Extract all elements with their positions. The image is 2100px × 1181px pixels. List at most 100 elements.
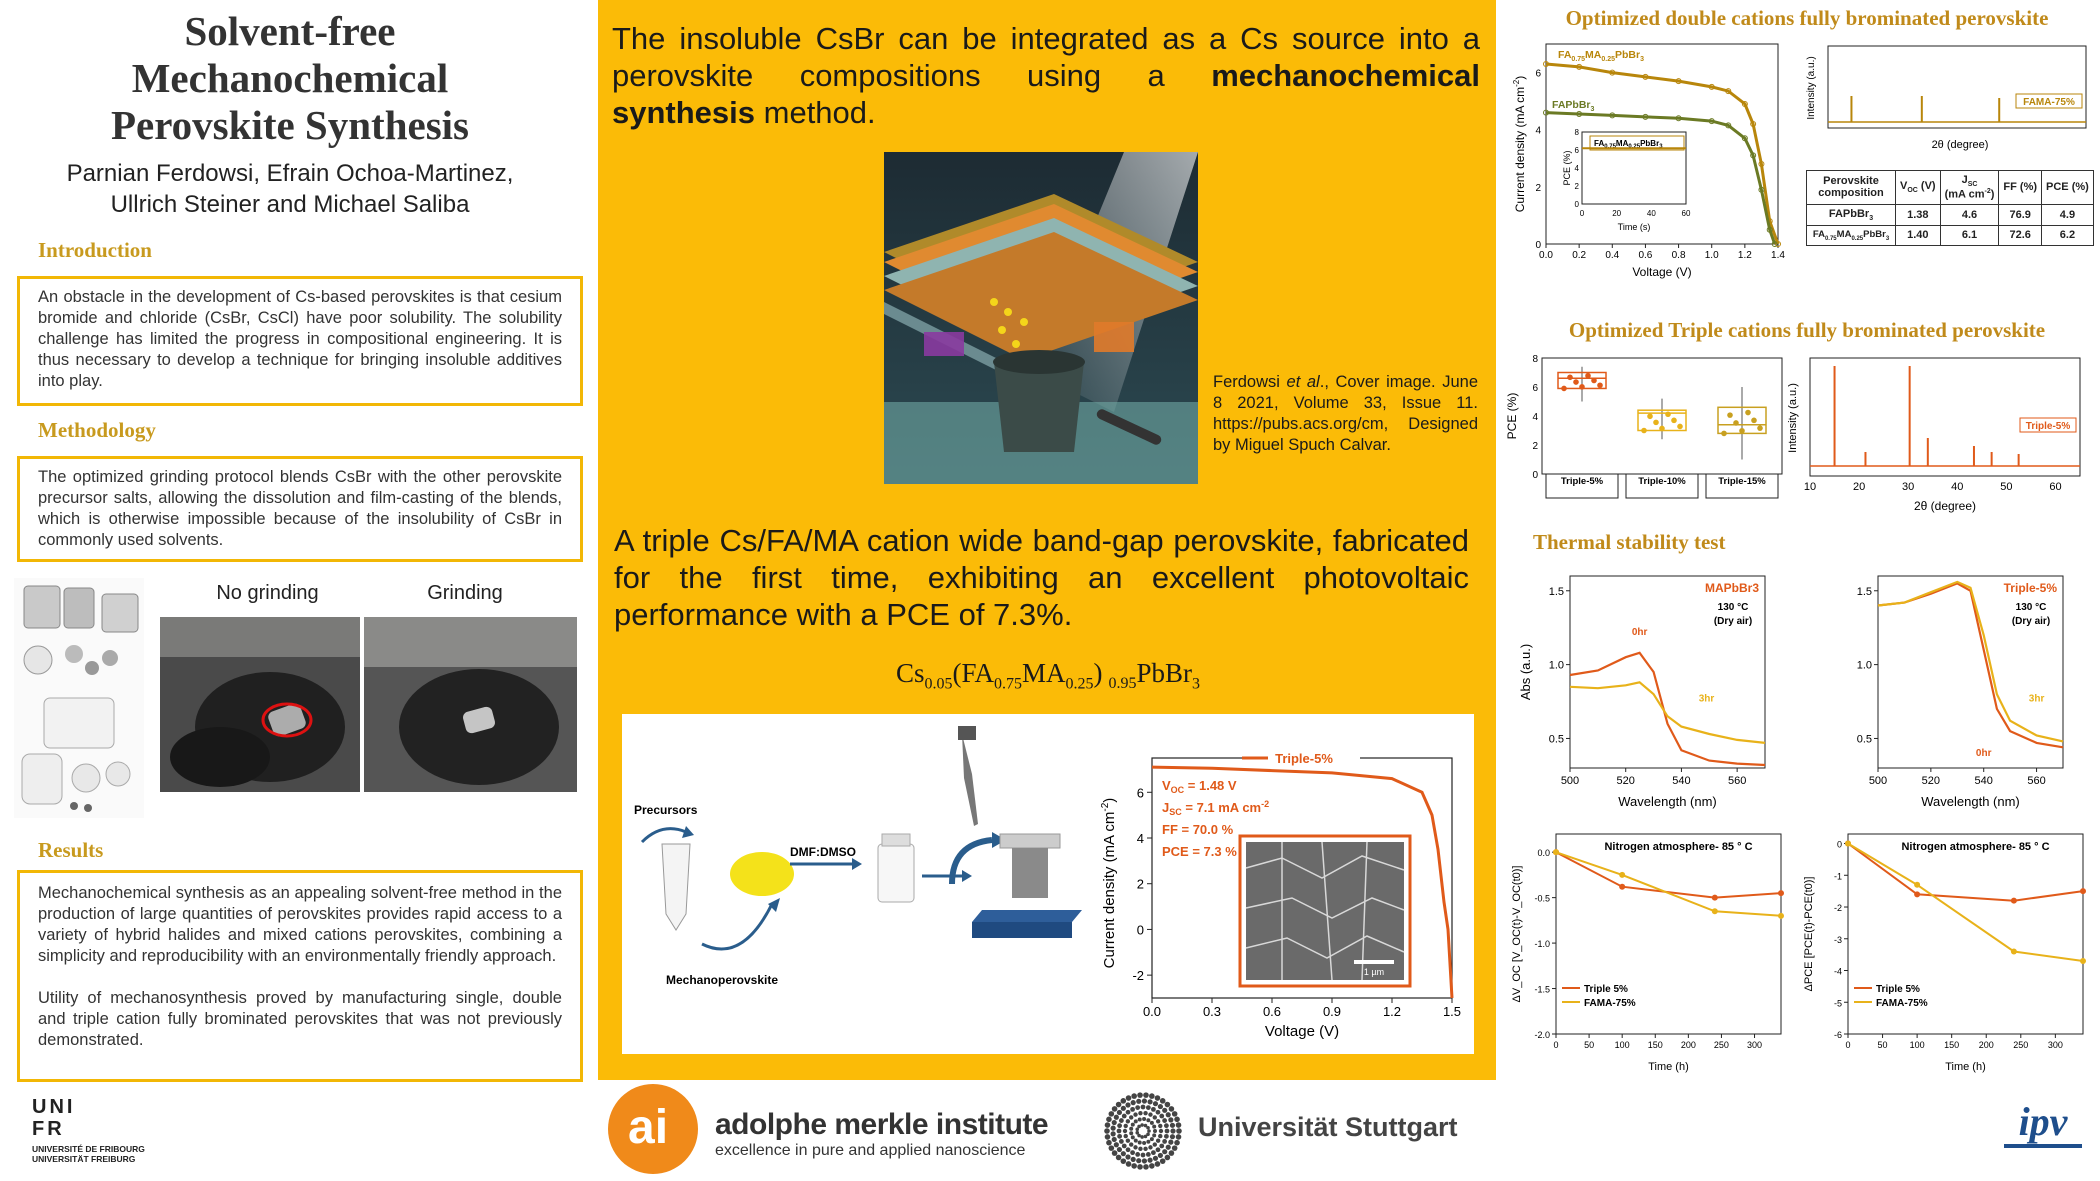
double-xrd-chart: FAMA-75% 2θ (degree) Intensity (a.u.) (1806, 45, 2087, 151)
stuttgart-dot (1111, 1106, 1118, 1112)
stuttgart-dot (1145, 1105, 1151, 1111)
abs-triple-title: Triple-5% (2004, 581, 2058, 595)
pv-row1-name: FAPbBr3 (1806, 203, 1896, 227)
cover-caption-part-1: Ferdowsi (1213, 373, 1287, 391)
triple-jv-ylabel-main: Current density (mA cm (1101, 812, 1118, 969)
triple-jv-ylabel: Current density (mA cm-2) (1100, 798, 1118, 969)
djv-ytick-label: 0 (1535, 240, 1541, 251)
stuttgart-dot (1129, 1126, 1134, 1131)
dvoc-ytick-label: 0.0 (1537, 848, 1550, 858)
stuttgart-dot (1138, 1146, 1143, 1152)
triple-jv-xlabel: Voltage (V) (1265, 1023, 1339, 1040)
jsc-sub: SC (1169, 807, 1182, 817)
dpce-ytick-label: -1 (1834, 871, 1842, 881)
dpce-ytick-label: -4 (1834, 967, 1842, 977)
stuttgart-dot (1169, 1122, 1176, 1128)
dvoc-xtick-label: 200 (1681, 1040, 1696, 1050)
stuttgart-dot (1137, 1092, 1143, 1098)
djv-point (1750, 152, 1757, 159)
txrd-legend: Triple-5% (2026, 421, 2071, 432)
dvoc-xtick-label: 250 (1714, 1040, 1729, 1050)
tbox-category-label: Triple-10% (1638, 476, 1686, 487)
djv-xtick-label: 0.0 (1539, 250, 1553, 261)
stuttgart-dot (1143, 1110, 1148, 1116)
stuttgart-dot (1137, 1133, 1141, 1138)
stuttgart-dot (1140, 1135, 1144, 1139)
stuttgart-dot (1164, 1154, 1171, 1161)
djv-point (1741, 101, 1748, 107)
stuttgart-dot (1149, 1120, 1154, 1125)
dvoc-title: Nitrogen atmosphere- 85 ° C (1604, 841, 1752, 853)
stuttgart-dot (1142, 1117, 1147, 1122)
journal-cover-image (884, 152, 1198, 484)
statement1-bold: mechanochemical synthesis (612, 58, 1480, 130)
dvoc-ytick-label: -1.5 (1534, 985, 1550, 995)
djv-point (1708, 83, 1715, 90)
txrd-xtick-label: 50 (2000, 481, 2012, 493)
substrate-base (972, 910, 1082, 922)
stuttgart-dot (1108, 1111, 1115, 1117)
stuttgart-dot (1116, 1146, 1123, 1153)
tbox-point (1597, 382, 1603, 389)
abs-mapbbr3-xtick-label: 560 (1728, 775, 1746, 787)
stuttgart-dot (1131, 1163, 1137, 1169)
stuttgart-dot (1147, 1129, 1151, 1133)
abs-triple-xtick-label: 560 (2027, 775, 2045, 787)
stuttgart-dot (1175, 1122, 1182, 1128)
tjv-xtick-label: 1.2 (1383, 1004, 1401, 1019)
stuttgart-dot (1111, 1150, 1118, 1156)
abs-mapbbr3-series-1 (1569, 681, 1766, 744)
abs-mapbbr3-xlabel: Wavelength (nm) (1618, 794, 1717, 809)
statement-mechanochemical: The insoluble CsBr can be integrated as … (612, 20, 1480, 131)
inset-xtick-label: 60 (1682, 209, 1691, 218)
abs-mapbbr3-xtick-label: 500 (1561, 775, 1579, 787)
stuttgart-dot (1165, 1112, 1171, 1118)
dvoc-point (1619, 871, 1626, 878)
no-grinding-label: No grinding (216, 582, 319, 604)
dpce-legend-label: FAMA-75% (1876, 998, 1928, 1009)
authors-line-2: Ullrich Steiner and Michael Saliba (110, 191, 470, 218)
dvoc-series-1 (1555, 851, 1782, 917)
dvoc-ylabel: ΔV_OC [V_OC(t)-V_OC(t0)] (1511, 866, 1523, 1003)
formula-sub-5: 3 (1192, 675, 1201, 693)
stuttgart-dot (1130, 1106, 1135, 1112)
stuttgart-dot (1133, 1112, 1138, 1117)
dvoc-legend-label: FAMA-75% (1584, 998, 1636, 1009)
pv-row1-jsc: 4.6 (1939, 203, 2000, 227)
dvoc-xtick-label: 0 (1553, 1040, 1558, 1050)
results-paragraph-1: Mechanochemical synthesis as an appealin… (38, 884, 562, 965)
stuttgart-dot (1168, 1139, 1174, 1145)
djv-point (1758, 161, 1765, 167)
stuttgart-dot (1125, 1095, 1132, 1101)
abs-mapbbr3-note1: 130 °C (1718, 602, 1749, 613)
djv-point (1543, 61, 1549, 67)
vial-icon (877, 843, 915, 903)
introduction-text: An obstacle in the development of Cs-bas… (38, 288, 562, 390)
stuttgart-dot (1121, 1113, 1127, 1119)
dpce-series-1 (1847, 842, 2084, 962)
jsc-value: JSC = 7.1 mA cm-2 (1162, 799, 1269, 817)
vial-no-grinding-image (160, 617, 360, 792)
stuttgart-dot (1125, 1109, 1131, 1115)
dxrd-legend: FAMA-75% (2023, 97, 2075, 108)
stuttgart-dot (1117, 1123, 1123, 1129)
title-line-3: Perovskite Synthesis (110, 102, 469, 148)
ami-logo: adolphe merkle institute excellence in p… (715, 1108, 1049, 1160)
stuttgart-dot (1163, 1133, 1169, 1139)
mechanoperovskite-label: Mechanoperovskite (666, 973, 778, 987)
stuttgart-dot (1146, 1139, 1151, 1144)
tbox-point (1721, 430, 1727, 437)
stuttgart-dot (1140, 1123, 1144, 1127)
ipv-logo: ipv (1998, 1100, 2088, 1148)
tjv-xtick-label: 0.9 (1323, 1004, 1341, 1019)
stuttgart-dot (1125, 1102, 1131, 1108)
tbox-point (1727, 412, 1733, 418)
stuttgart-dot (1146, 1125, 1150, 1130)
tbox-category-box (1705, 473, 1779, 499)
stuttgart-dot (1130, 1100, 1136, 1106)
txrd-xtick-label: 10 (1804, 481, 1816, 493)
djv-ytick-label: 4 (1535, 126, 1541, 137)
stuttgart-dot (1118, 1139, 1124, 1144)
stuttgart-dot (1116, 1109, 1123, 1116)
pv-row2-pce: 6.2 (2041, 225, 2094, 246)
